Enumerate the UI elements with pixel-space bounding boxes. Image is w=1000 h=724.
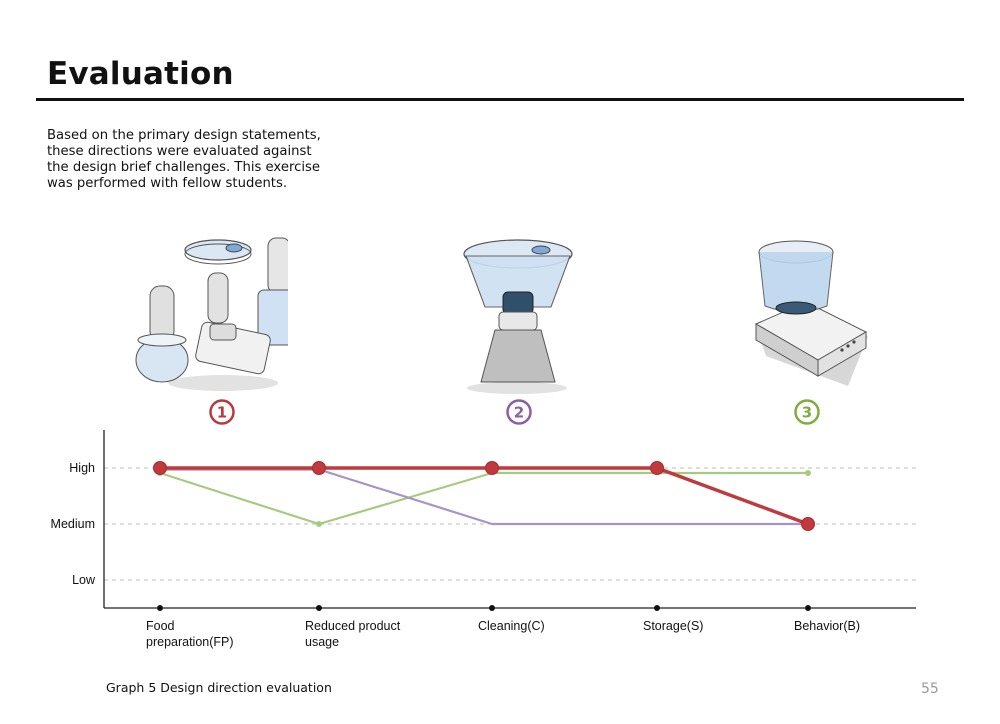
series-3-point: [805, 470, 811, 476]
y-tick-label: High: [69, 461, 95, 475]
direction-1-label: 1: [217, 404, 227, 422]
y-tick-label: Medium: [51, 517, 95, 531]
y-tick-label: Low: [72, 573, 96, 587]
series-1-point: [153, 461, 167, 475]
series-1-point: [650, 461, 664, 475]
x-tick-label: Cleaning(C): [478, 619, 545, 633]
title-divider: [36, 98, 964, 101]
series-1-point: [312, 461, 326, 475]
blender-style-processor-sketch: [463, 239, 573, 394]
modular-food-container-set-sketch: [135, 237, 288, 391]
x-tick-dot: [316, 605, 322, 611]
direction-2-label: 2: [514, 404, 524, 422]
series-1-point: [801, 517, 815, 531]
x-tick-dot: [654, 605, 660, 611]
x-tick-label: Storage(S): [643, 619, 703, 633]
page-number: 55: [921, 681, 939, 697]
jar-on-base-station-sketch: [754, 240, 868, 386]
direction-3-badge: 3: [794, 399, 820, 425]
x-tick-dot: [805, 605, 811, 611]
direction-2-badge: 2: [506, 399, 532, 425]
series-3-line: [159, 471, 808, 526]
direction-1-badge: 1: [209, 399, 235, 425]
series-3-point: [316, 521, 322, 527]
series-2-line: [160, 468, 808, 526]
figure-caption: Graph 5 Design direction evaluation: [106, 680, 332, 695]
intro-paragraph: Based on the primary design statements, …: [47, 128, 321, 191]
x-tick-dot: [489, 605, 495, 611]
x-tick-dot: [157, 605, 163, 611]
series-1-point: [485, 461, 499, 475]
direction-3-label: 3: [802, 404, 812, 422]
page-title: Evaluation: [47, 56, 234, 92]
x-tick-label: Behavior(B): [794, 619, 860, 633]
